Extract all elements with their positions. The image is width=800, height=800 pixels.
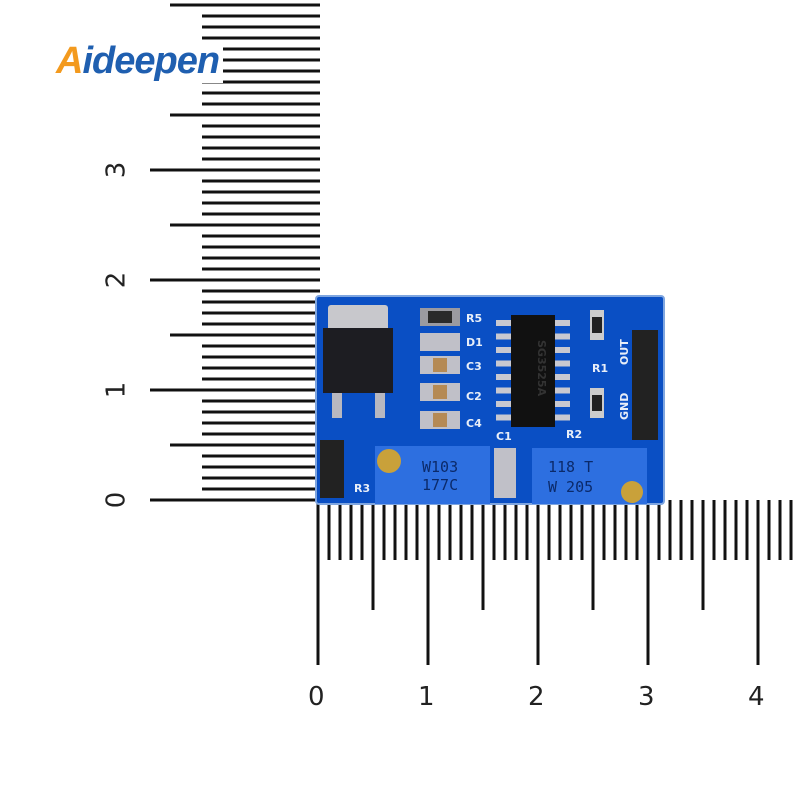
horizontal-ruler-label: 1 [418, 682, 435, 712]
label-r3: R3 [354, 482, 370, 495]
ic-pin [496, 387, 511, 394]
ic-pin [555, 374, 570, 380]
ic-pin [555, 333, 570, 340]
ic-pin [555, 360, 570, 367]
chip-marking: SG3525A [535, 340, 548, 397]
ic-pin [496, 401, 511, 407]
ic-pin [555, 320, 570, 326]
brand-logo: Aideepen [52, 40, 224, 83]
label-c4: C4 [466, 417, 482, 430]
label-d1: D1 [466, 336, 483, 349]
pot-right-code: W 205 [548, 478, 593, 496]
label-c1: C1 [496, 430, 512, 443]
ic-pin [496, 414, 511, 421]
ic-pin [555, 401, 570, 407]
label-out: OUT [618, 339, 631, 365]
horizontal-ruler-label: 0 [308, 682, 325, 712]
label-c2: C2 [466, 390, 482, 403]
ic-pin [555, 347, 570, 353]
ic-pin [555, 387, 570, 394]
pot-left-code: 177C [422, 476, 458, 494]
sg3525a-chip [511, 315, 555, 427]
ic-pin [496, 360, 511, 367]
horizontal-ruler-label: 4 [748, 682, 765, 712]
pin-header-right [632, 330, 658, 440]
ic-pin [496, 374, 511, 380]
ic-pin [496, 333, 511, 340]
voltage-regulator [328, 305, 388, 335]
horizontal-ruler-label: 3 [638, 682, 655, 712]
horizontal-ruler-label: 2 [528, 682, 545, 712]
label-gnd: GND [618, 393, 631, 420]
ic-pin [496, 320, 511, 326]
pot-left-marking: W103 [422, 458, 458, 476]
label-r2: R2 [566, 428, 582, 441]
label-r1: R1 [592, 362, 608, 375]
pin-header-left [320, 440, 344, 498]
ic-pin [555, 414, 570, 421]
label-c3: C3 [466, 360, 482, 373]
ic-pin [496, 347, 511, 353]
label-r5: R5 [466, 312, 482, 325]
pot-right-marking: 118 T [548, 458, 593, 476]
